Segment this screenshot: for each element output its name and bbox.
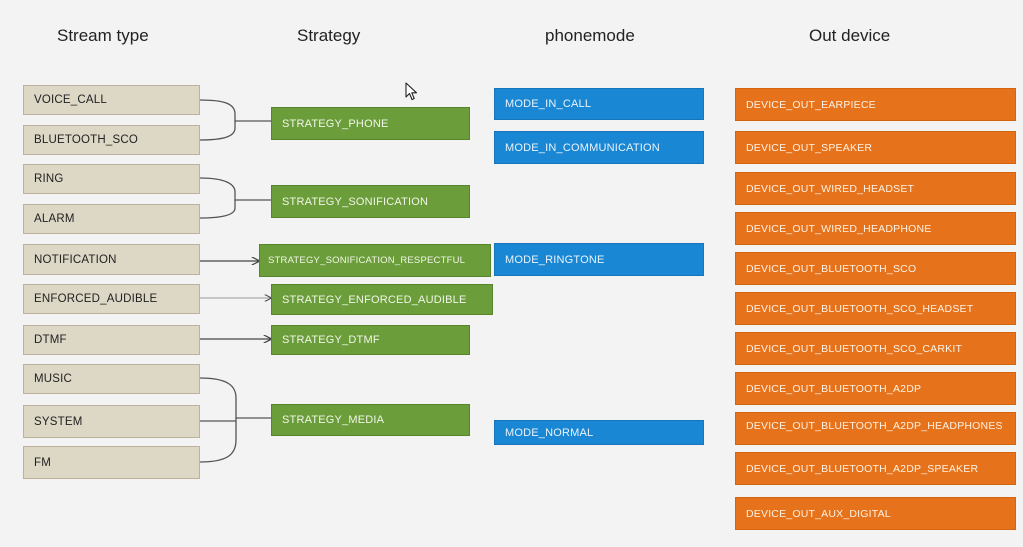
device-out-earpiece: DEVICE_OUT_EARPIECE (735, 88, 1016, 121)
device-out-bluetooth-sco-headset: DEVICE_OUT_BLUETOOTH_SCO_HEADSET (735, 292, 1016, 325)
strategy-enforced-audible: STRATEGY_ENFORCED_AUDIBLE (271, 284, 493, 315)
strategy-sonification: STRATEGY_SONIFICATION (271, 185, 470, 218)
strategy-phone: STRATEGY_PHONE (271, 107, 470, 140)
stream-alarm: ALARM (23, 204, 200, 234)
device-out-bluetooth-a2dp-speaker: DEVICE_OUT_BLUETOOTH_A2DP_SPEAKER (735, 452, 1016, 485)
mode-in-call: MODE_IN_CALL (494, 88, 704, 120)
strategy-media: STRATEGY_MEDIA (271, 404, 470, 436)
stream-system: SYSTEM (23, 405, 200, 438)
strategy-sonification-respectful: STRATEGY_SONIFICATION_RESPECTFUL (259, 244, 491, 277)
mode-in-communication: MODE_IN_COMMUNICATION (494, 131, 704, 164)
connector-bluetooth-sco (199, 121, 236, 141)
device-out-wired-headphone: DEVICE_OUT_WIRED_HEADPHONE (735, 212, 1016, 245)
header-strategy: Strategy (297, 26, 361, 45)
device-out-speaker: DEVICE_OUT_SPEAKER (735, 131, 1016, 164)
stream-bluetooth-sco: BLUETOOTH_SCO (23, 125, 200, 155)
device-out-bluetooth-sco: DEVICE_OUT_BLUETOOTH_SCO (735, 252, 1016, 285)
mouse-pointer-icon (405, 82, 418, 101)
stream-dtmf: DTMF (23, 325, 200, 355)
connector-fm (199, 418, 237, 463)
device-out-bluetooth-a2dp-headphones: DEVICE_OUT_BLUETOOTH_A2DP_HEADPHONES (735, 412, 1016, 445)
stream-fm: FM (23, 446, 200, 479)
stream-notification: NOTIFICATION (23, 244, 200, 275)
device-out-bluetooth-sco-carkit: DEVICE_OUT_BLUETOOTH_SCO_CARKIT (735, 332, 1016, 365)
stream-music: MUSIC (23, 364, 200, 394)
stream-voice-call: VOICE_CALL (23, 85, 200, 115)
connector-voice-call (199, 99, 271, 122)
header-out-device: Out device (809, 26, 891, 45)
header-phonemode: phonemode (545, 26, 635, 45)
device-out-aux-digital: DEVICE_OUT_AUX_DIGITAL (735, 497, 1016, 530)
device-out-wired-headset: DEVICE_OUT_WIRED_HEADSET (735, 172, 1016, 205)
strategy-dtmf: STRATEGY_DTMF (271, 325, 470, 355)
connector-ring (199, 177, 271, 201)
stream-ring: RING (23, 164, 200, 194)
device-out-bluetooth-a2dp: DEVICE_OUT_BLUETOOTH_A2DP (735, 372, 1016, 405)
mode-normal: MODE_NORMAL (494, 420, 704, 445)
stream-enforced-audible: ENFORCED_AUDIBLE (23, 284, 200, 314)
header-stream-type: Stream type (57, 26, 149, 45)
connector-alarm (199, 200, 236, 219)
mode-ringtone: MODE_RINGTONE (494, 243, 704, 276)
connector-music (199, 377, 271, 419)
